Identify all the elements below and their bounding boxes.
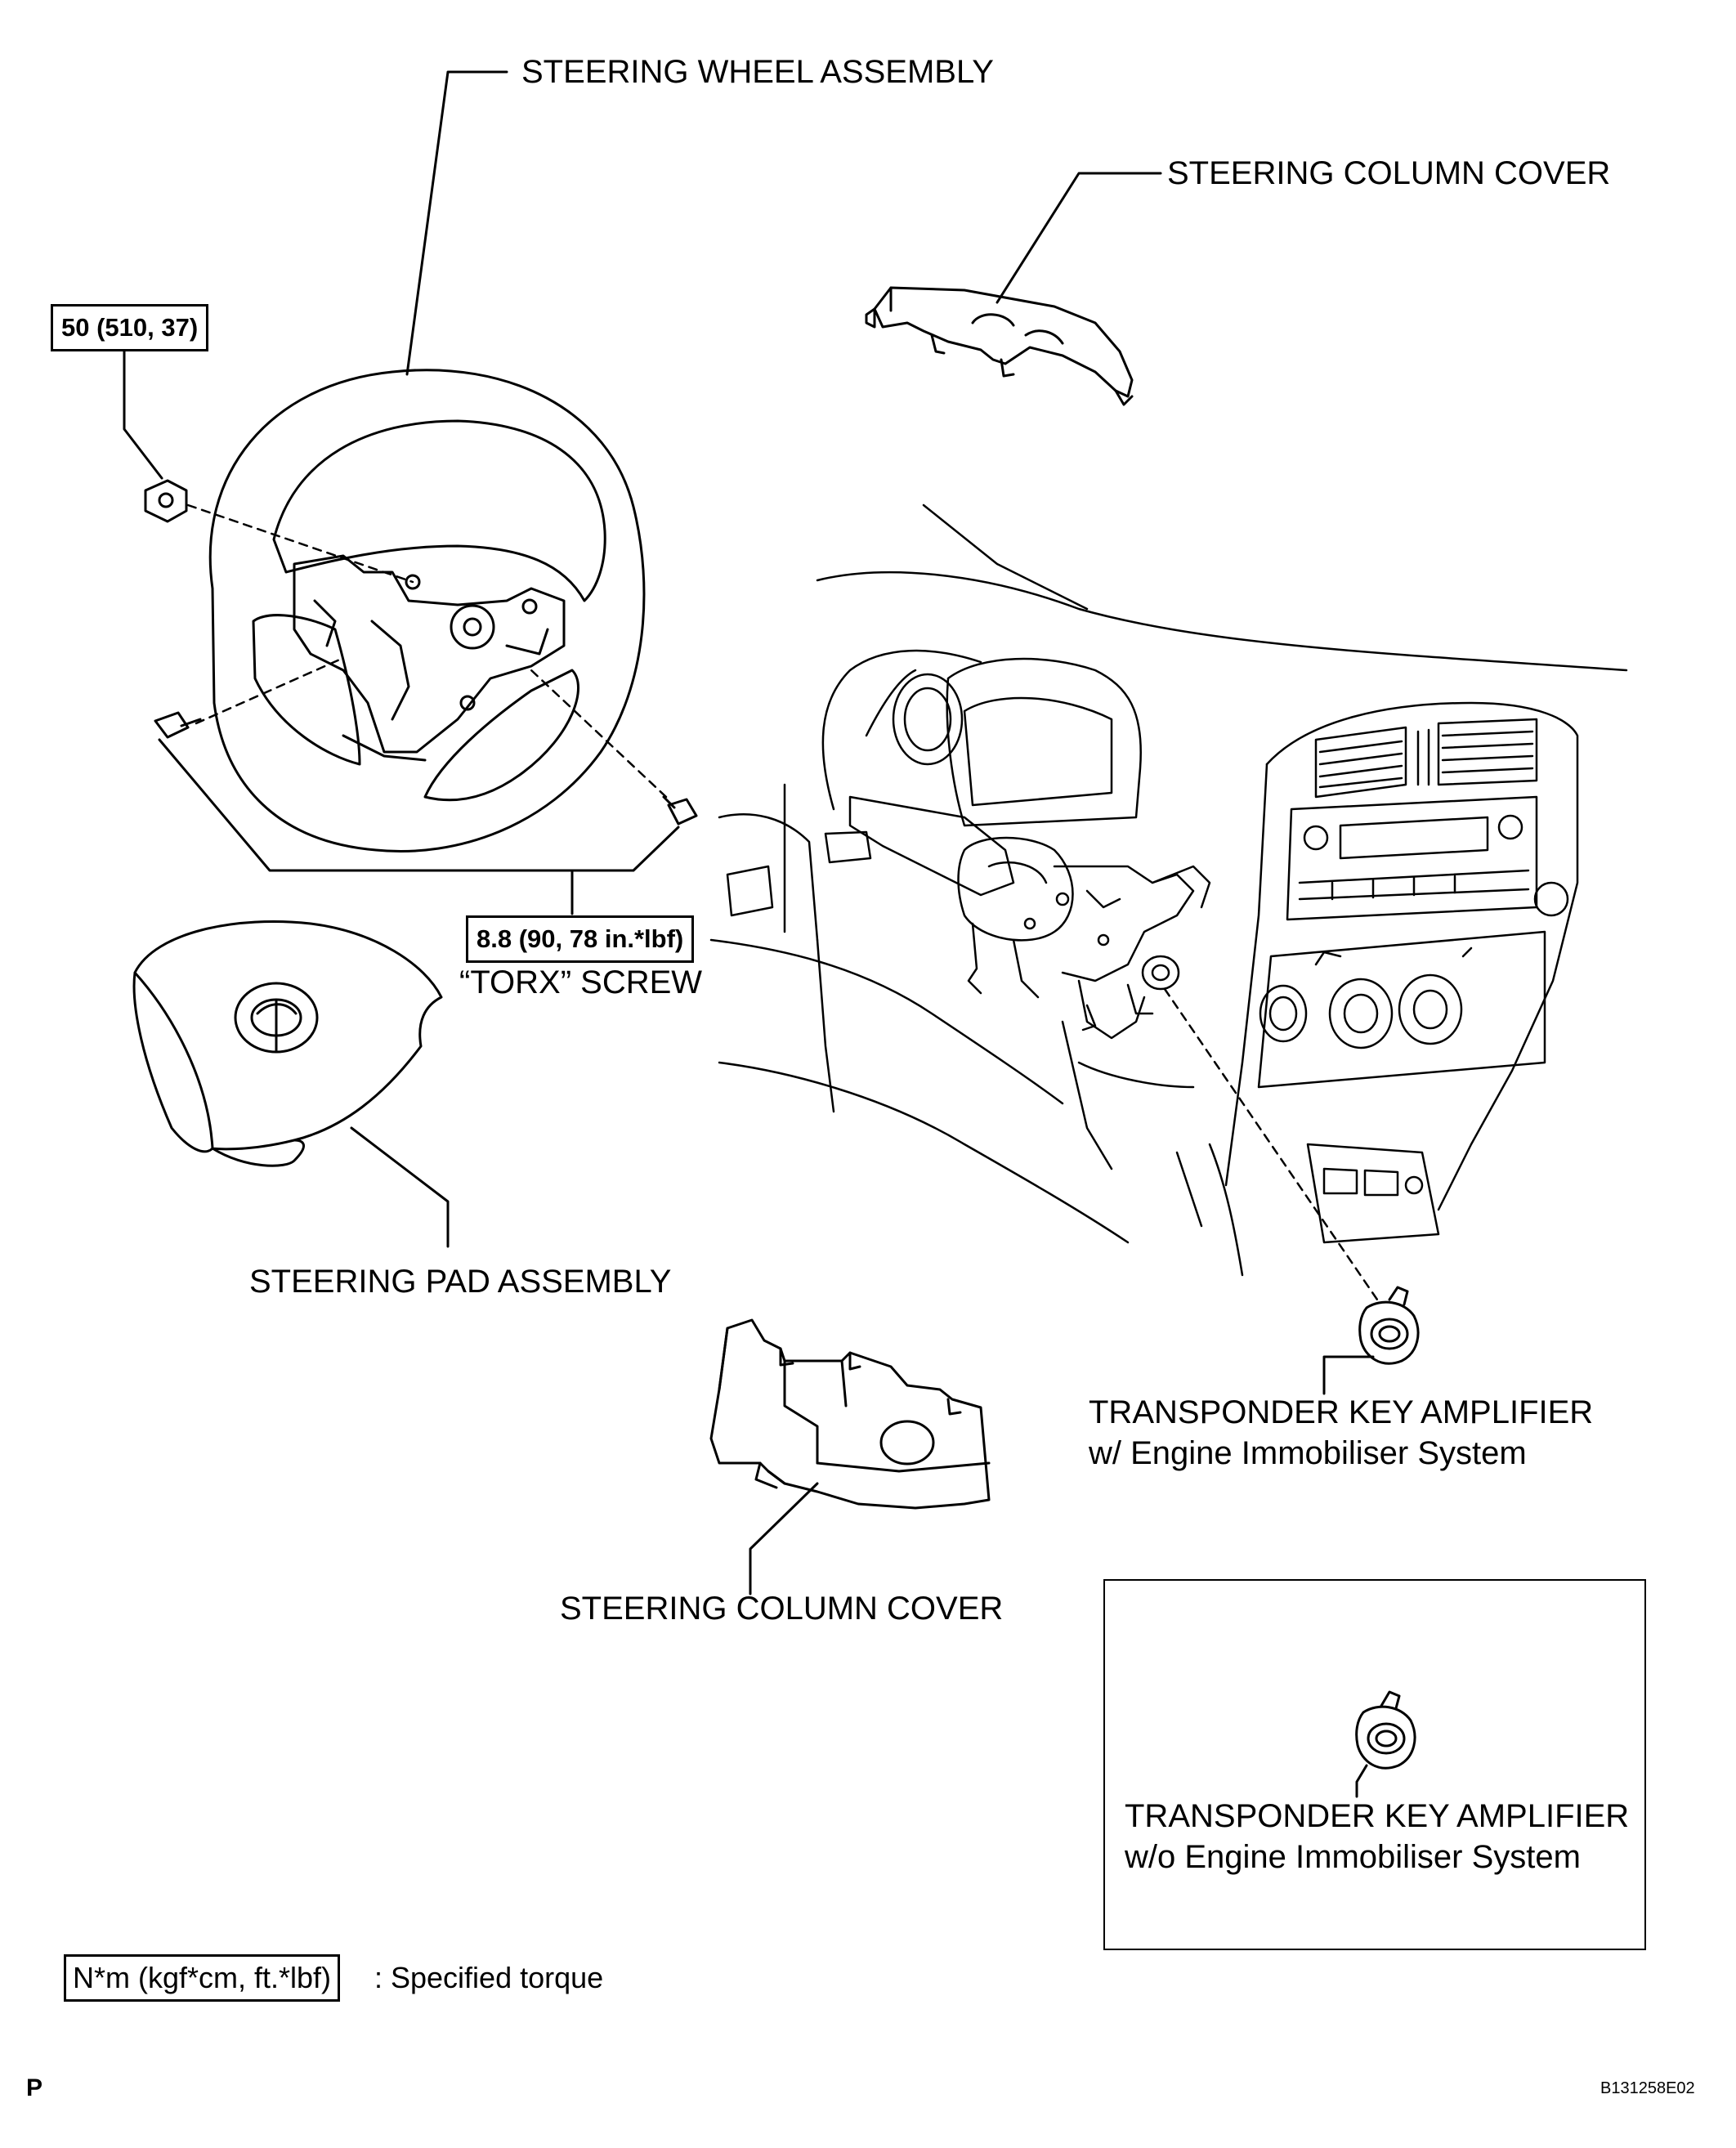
label-torx-screw: “TORX” SCREW [459,964,703,1000]
label-transponder-without-line1: TRANSPONDER KEY AMPLIFIER [1125,1798,1630,1834]
label-transponder-without-line2: w/o Engine Immobiliser System [1125,1839,1581,1875]
torque-box-torx-screw: 8.8 (90, 78 in.*lbf) [466,915,695,963]
figure-code: B131258E02 [1600,2079,1695,2097]
transponder-without-drawing [1355,1690,1416,1770]
label-steering-wheel-assembly: STEERING WHEEL ASSEMBLY [521,54,994,90]
upper-column-cover-drawing [865,286,1134,406]
left-torx-screw-drawing [154,711,202,739]
steering-pad-drawing [132,920,443,1167]
page-mark: P [26,2074,43,2101]
lower-column-cover-drawing [709,1318,991,1510]
inset-panel [1103,1579,1646,1950]
label-steering-pad-assembly: STEERING PAD ASSEMBLY [249,1264,672,1300]
transponder-with-drawing [1358,1286,1420,1365]
nut-drawing [144,479,188,523]
dashboard-drawing [709,503,1628,1277]
legend-specified-torque: : Specified torque [374,1961,604,1994]
label-transponder-with-line1: TRANSPONDER KEY AMPLIFIER [1089,1394,1594,1430]
torque-box-nut: 50 (510, 37) [51,304,209,351]
label-steering-column-cover-lower: STEERING COLUMN COVER [560,1591,1004,1627]
right-torx-screw-drawing [662,795,698,826]
steering-wheel-drawing [208,369,646,852]
label-steering-column-cover-upper: STEERING COLUMN COVER [1167,155,1611,191]
label-transponder-with-line2: w/ Engine Immobiliser System [1089,1435,1527,1471]
legend-torque-unit-box: N*m (kgf*cm, ft.*lbf) [64,1954,341,2002]
